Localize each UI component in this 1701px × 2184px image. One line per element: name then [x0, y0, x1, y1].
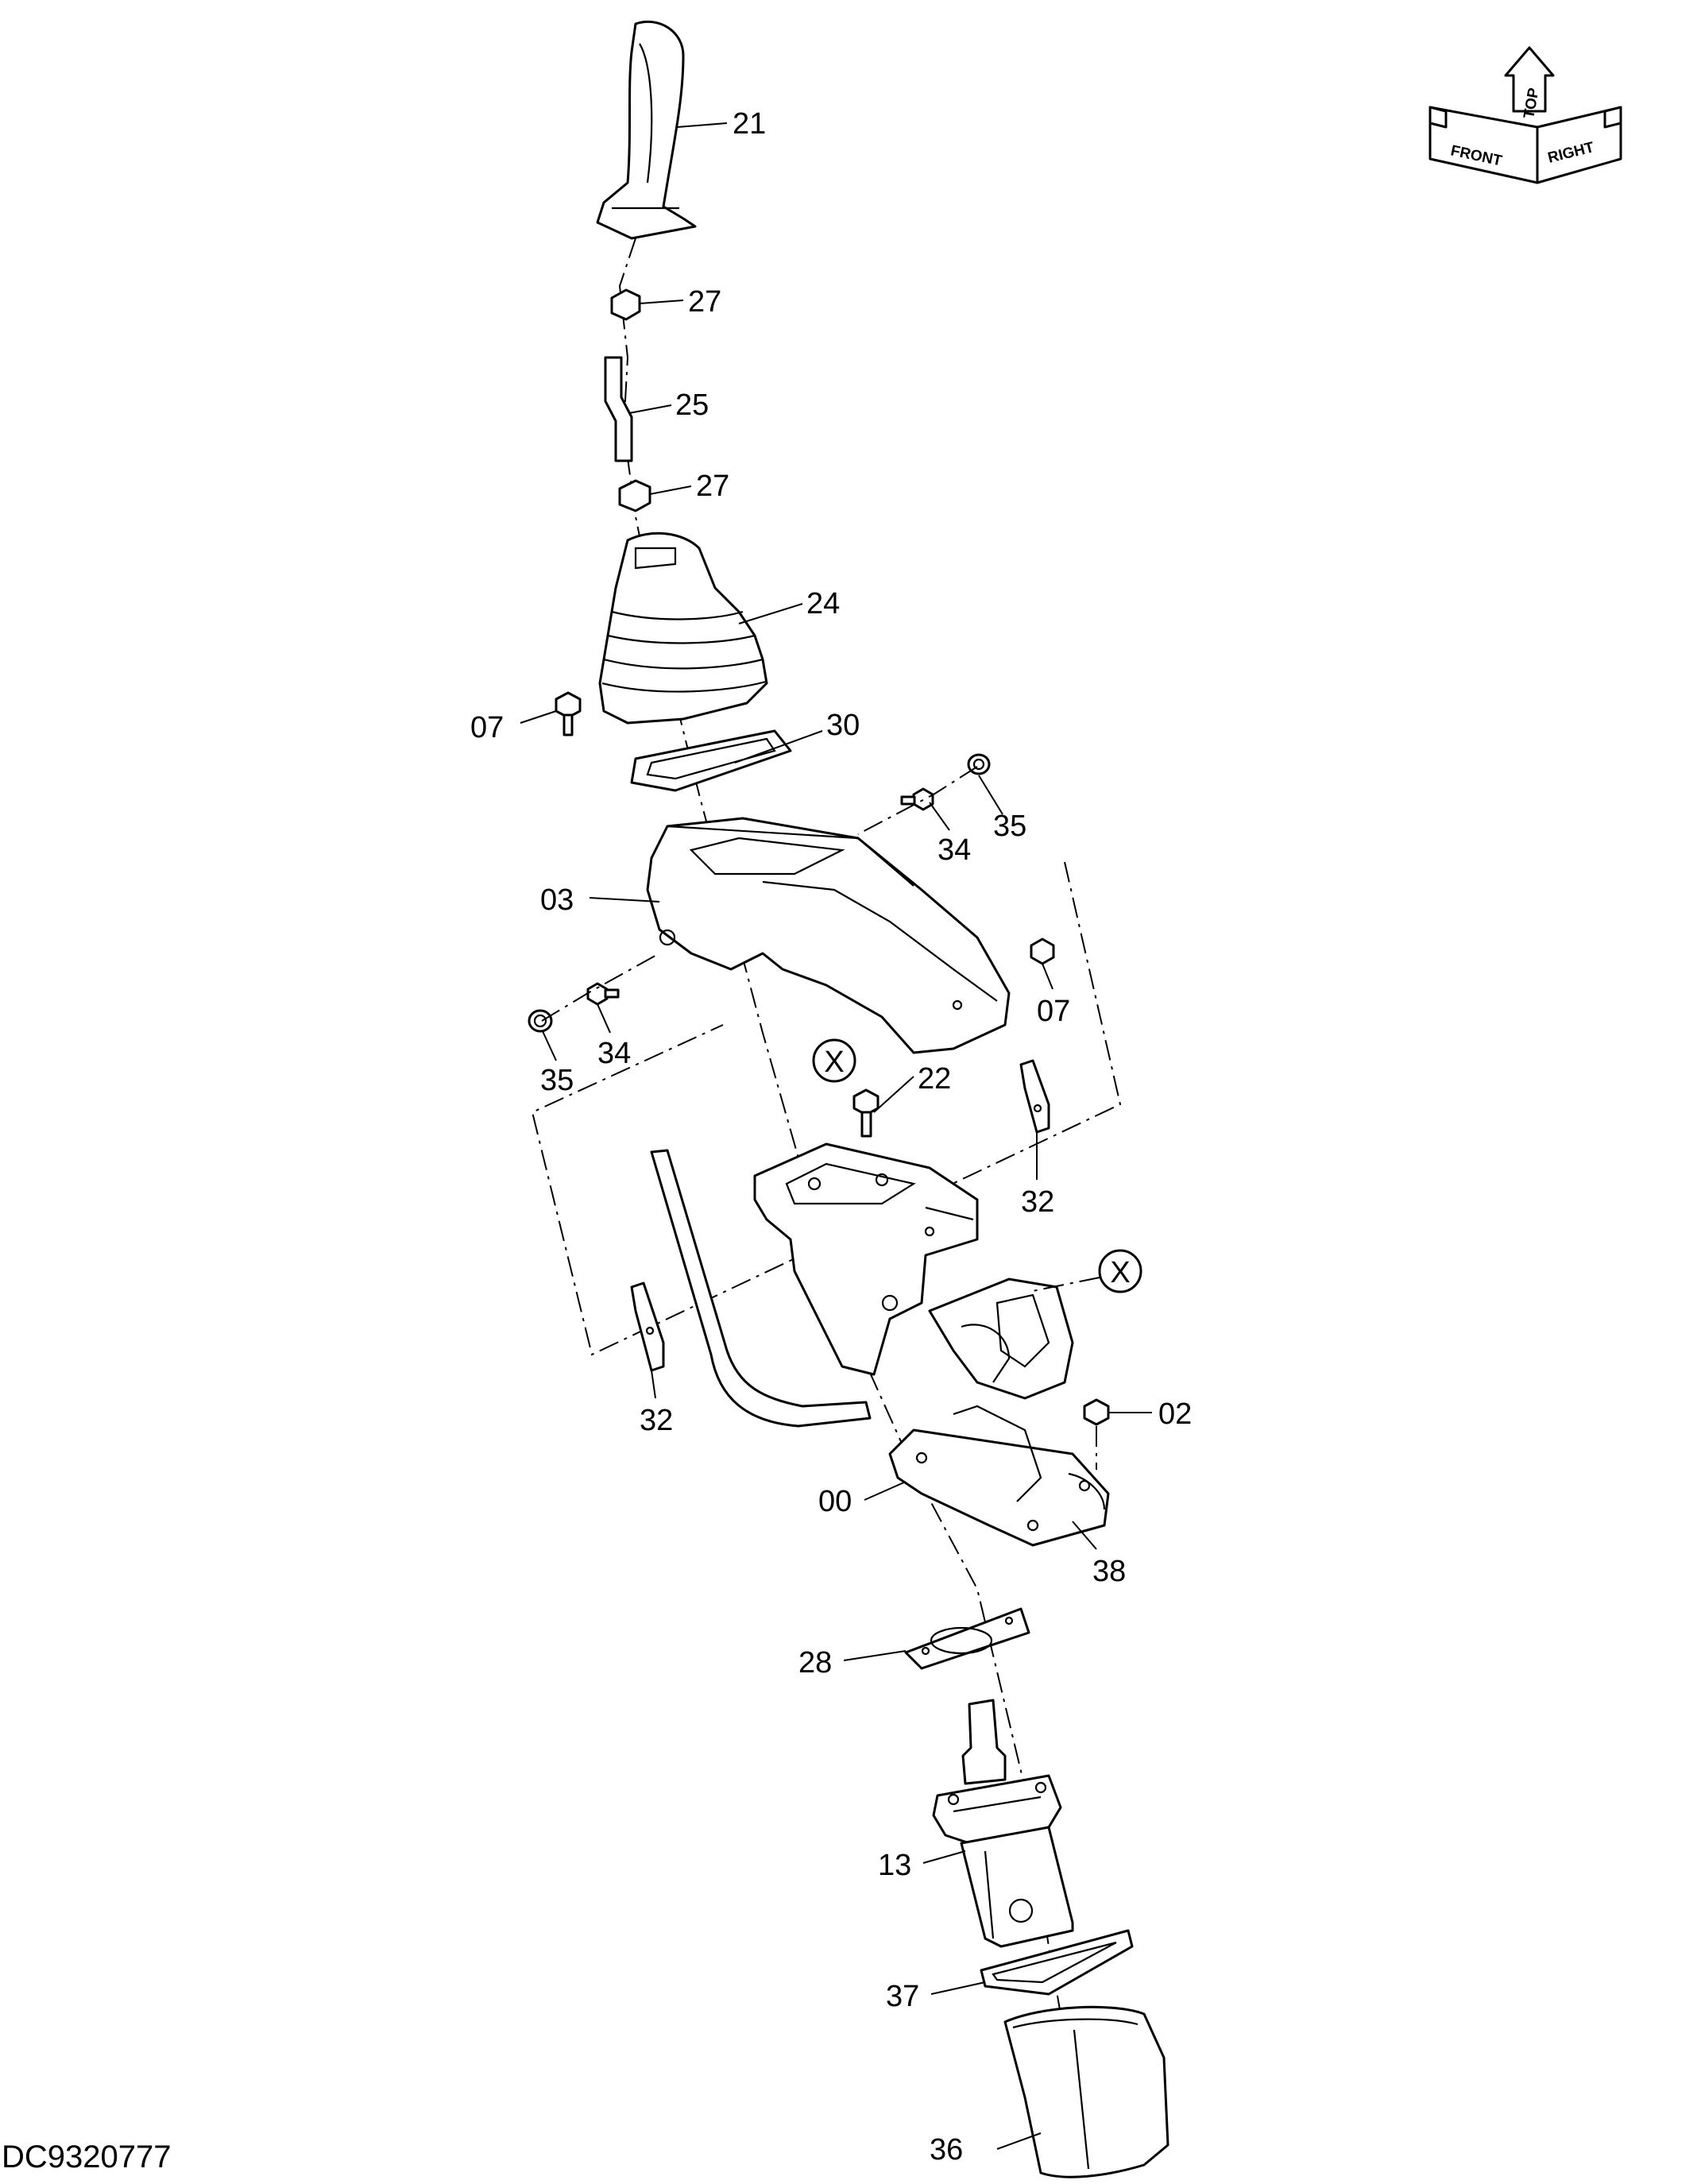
- plate-32-right: [1019, 1059, 1050, 1134]
- drawing-id: DC9320777: [2, 2140, 172, 2174]
- assembly-axis: [618, 238, 1073, 2082]
- callout-07-right: 07: [1037, 995, 1070, 1028]
- callout-37: 37: [886, 1980, 919, 2013]
- nut-27-lower: [618, 479, 651, 512]
- callout-27-lower: 27: [696, 470, 729, 503]
- callout-32-left: 32: [640, 1404, 673, 1437]
- callout-labels: 21 27 25 27 24 07 30 34 35 03 07 34 35 2…: [470, 107, 1192, 2167]
- bolt-07-right: [1030, 937, 1055, 965]
- leader-lines: [520, 122, 1152, 2150]
- callout-25: 25: [675, 388, 709, 422]
- bolt-07-upper: [555, 691, 582, 736]
- svg-text:X: X: [1110, 1256, 1130, 1289]
- dust-cover-36: [1003, 2005, 1169, 2178]
- axis-reference-x-right: [1032, 1277, 1100, 1292]
- callout-38: 38: [1092, 1555, 1126, 1588]
- shaft-25: [604, 356, 633, 462]
- screw-34-lower: [586, 982, 620, 1006]
- gasket-30: [630, 729, 792, 792]
- callout-02: 02: [1158, 1397, 1192, 1431]
- callout-32-right: 32: [1021, 1185, 1054, 1219]
- nut-27-upper: [610, 288, 641, 321]
- callout-36: 36: [930, 2133, 963, 2167]
- bolt-22: [852, 1088, 879, 1138]
- cover-reference-outline: [531, 861, 1122, 1356]
- callout-34-upper: 34: [937, 833, 971, 867]
- pilot-valve-13: [932, 1699, 1074, 1948]
- cover-03: [646, 817, 1011, 1054]
- orientation-indicator: FRONT TOP RIGHT: [1428, 46, 1622, 184]
- bolt-02: [1083, 1398, 1110, 1426]
- screw-34-upper: [900, 787, 934, 811]
- reference-mark-x-right: X: [1098, 1249, 1142, 1293]
- bracket-00: [753, 1142, 1110, 1547]
- callout-07-upper: 07: [470, 711, 504, 744]
- handle-rod: [650, 1149, 872, 1428]
- callout-24: 24: [806, 587, 840, 620]
- callout-35-upper: 35: [993, 810, 1026, 843]
- cap-35-lower: [528, 1009, 553, 1033]
- callout-27-upper: 27: [688, 285, 721, 319]
- callout-21: 21: [733, 107, 766, 141]
- plate-32-left: [630, 1281, 665, 1372]
- grip-21: [596, 20, 697, 240]
- axis-34-35-upper: [857, 766, 978, 835]
- callout-30: 30: [826, 709, 860, 742]
- gasket-28: [904, 1607, 1030, 1670]
- boot-24: [598, 532, 768, 725]
- axis-34-35-lower: [541, 953, 660, 1022]
- callout-22: 22: [918, 1062, 951, 1096]
- reference-mark-x-upper: X: [812, 1038, 856, 1083]
- callout-03: 03: [540, 883, 574, 917]
- callout-13: 13: [878, 1849, 911, 1882]
- svg-text:X: X: [824, 1046, 844, 1079]
- callout-35-lower: 35: [540, 1064, 574, 1097]
- callout-28: 28: [798, 1646, 832, 1680]
- callout-00: 00: [818, 1485, 852, 1518]
- seal-37: [980, 1929, 1134, 1996]
- callout-34-lower: 34: [597, 1037, 631, 1070]
